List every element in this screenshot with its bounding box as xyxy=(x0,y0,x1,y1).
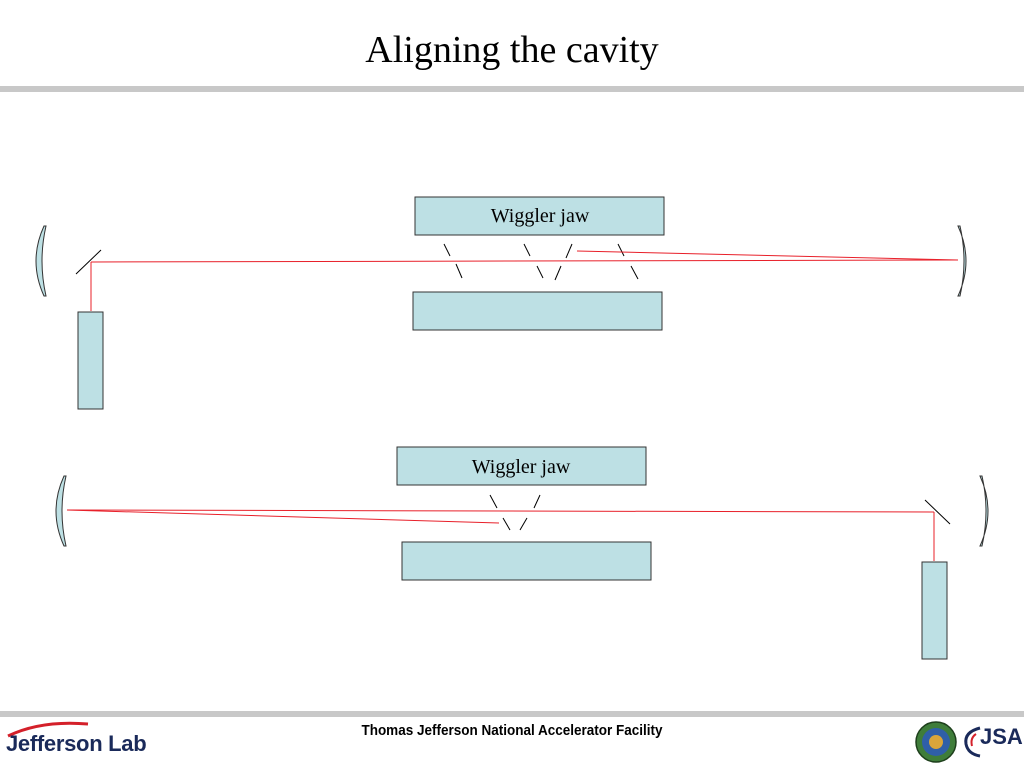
jefferson-lab-swoosh-icon xyxy=(7,721,89,738)
aperture-marks xyxy=(443,243,639,281)
alignment-laser xyxy=(921,561,948,660)
aperture-marks xyxy=(489,494,541,531)
left-cavity-mirror xyxy=(35,225,47,297)
pickoff-mirror xyxy=(924,499,951,525)
wiggler-jaw-label: Wiggler jaw xyxy=(491,205,590,227)
diagram-top: Wiggler jaw xyxy=(35,196,967,410)
left-cavity-mirror xyxy=(55,475,67,547)
slide-title: Aligning the cavity xyxy=(365,29,659,71)
doe-seal-icon xyxy=(915,721,957,763)
top-divider xyxy=(0,86,1024,92)
jsa-logo: JSA xyxy=(962,722,1023,762)
wiggler-jaw-lower xyxy=(401,541,652,581)
laser-beam xyxy=(66,509,935,561)
pickoff-mirror xyxy=(75,249,102,275)
wiggler-jaw-lower xyxy=(412,291,663,331)
jsa-wordmark: JSA xyxy=(980,724,1023,749)
wiggler-jaw-label: Wiggler jaw xyxy=(472,456,571,478)
alignment-laser xyxy=(77,311,104,410)
wiggler-jaw-upper xyxy=(396,446,647,486)
wiggler-jaw-upper xyxy=(414,196,665,236)
right-cavity-mirror xyxy=(957,225,967,297)
right-cavity-mirror xyxy=(979,475,989,547)
jefferson-lab-wordmark: Jefferson Lab xyxy=(6,731,147,756)
laser-beam xyxy=(90,250,959,311)
jsa-logo-icon xyxy=(964,726,981,758)
diagram-bottom: Wiggler jaw xyxy=(55,446,989,660)
bottom-divider xyxy=(0,711,1024,717)
footer-institution: Thomas Jefferson National Accelerator Fa… xyxy=(361,722,663,739)
jefferson-lab-logo: Jefferson Lab xyxy=(6,718,176,764)
